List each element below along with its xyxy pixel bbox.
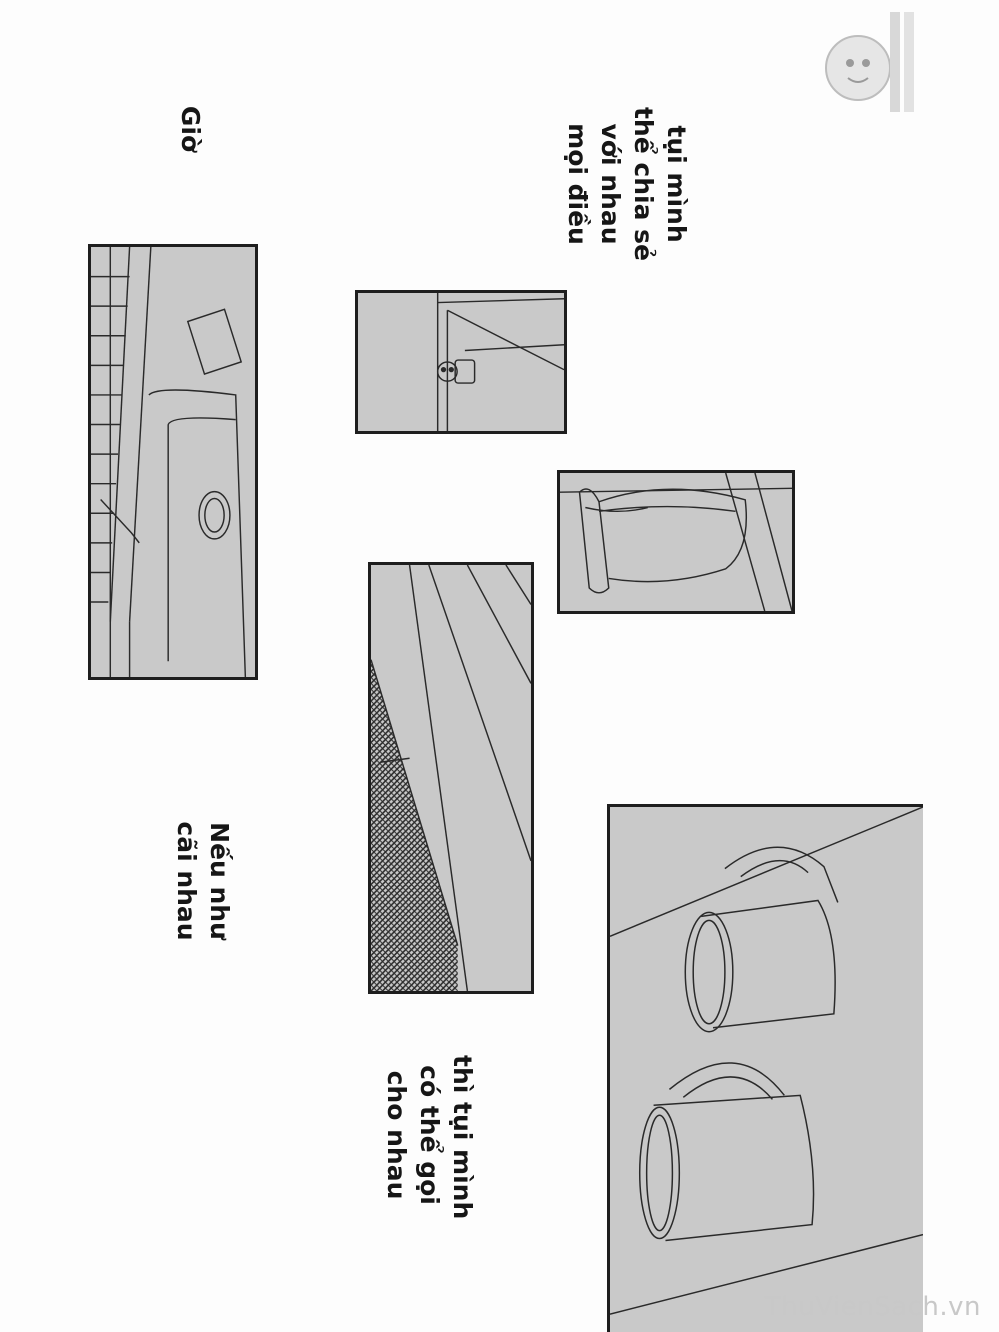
caption-goi-nhau: thì tụi mình có thể gọi cho nhau xyxy=(382,1055,477,1220)
panel-floor xyxy=(368,562,534,994)
caption-gio: Giờ xyxy=(176,105,205,153)
scanlator-stamp xyxy=(818,8,928,118)
panel-figurine xyxy=(355,290,567,434)
caption-neu-nhu: Nếu như cãi nhau xyxy=(172,821,234,941)
panel-bathtub xyxy=(88,244,258,680)
caption-share: tụi mình thể chia sẻ với nhau mọi điều xyxy=(563,106,691,261)
site-watermark: ThuVienSach.vn xyxy=(764,1292,981,1322)
panel-mugs xyxy=(607,804,923,1332)
panel-bag xyxy=(557,470,795,614)
